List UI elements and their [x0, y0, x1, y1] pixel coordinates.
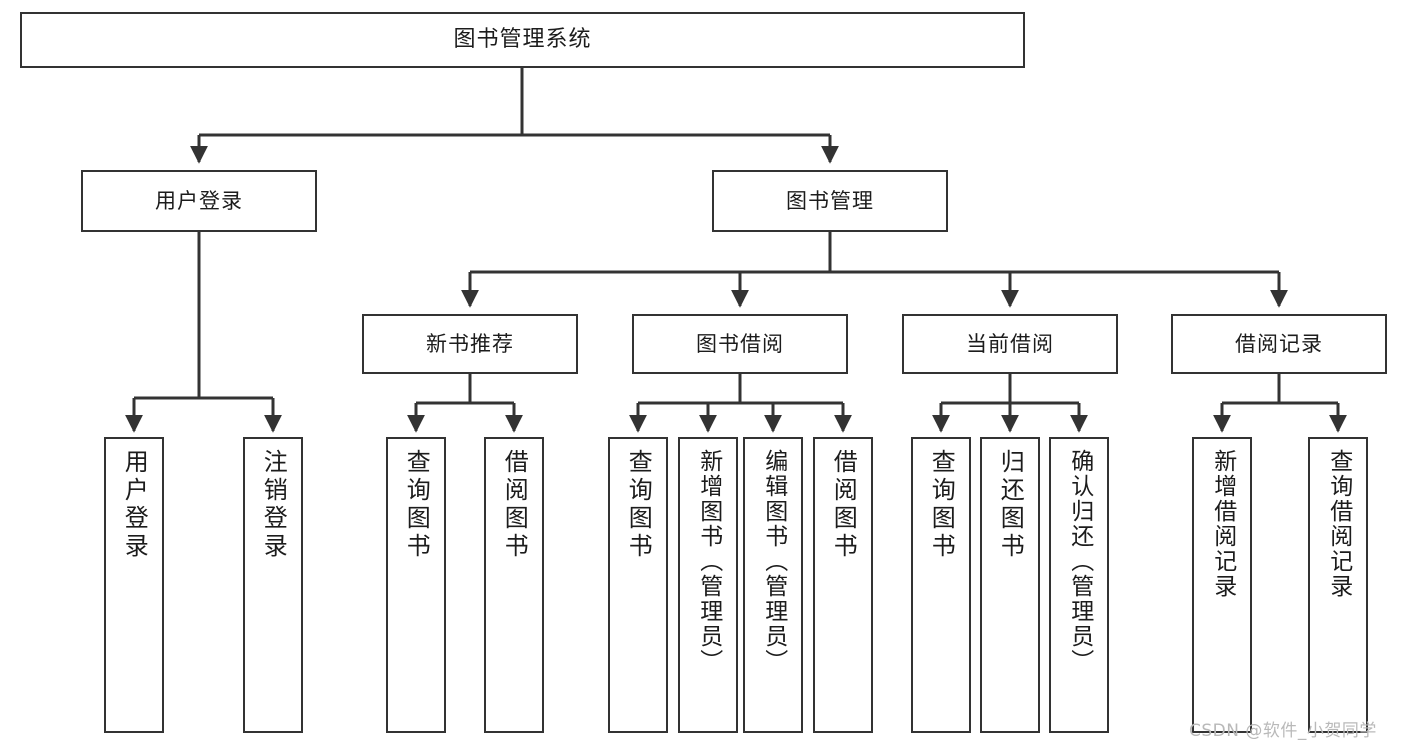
leaf-user-login-login[interactable]: 用户登录 — [104, 437, 164, 733]
node-label: 归还图书 — [996, 449, 1025, 561]
leaf-recommend-query-book[interactable]: 查询图书 — [386, 437, 446, 733]
leaf-borrow-add-book-admin[interactable]: 新增图书（管理员） — [678, 437, 738, 733]
leaf-borrow-edit-book-admin[interactable]: 编辑图书（管理员） — [743, 437, 803, 733]
node-root-system[interactable]: 图书管理系统 — [20, 12, 1025, 68]
leaf-borrow-query-book[interactable]: 查询图书 — [608, 437, 668, 733]
leaf-record-query-record[interactable]: 查询借阅记录 — [1308, 437, 1368, 733]
node-label: 图书管理系统 — [453, 27, 592, 53]
node-book-management[interactable]: 图书管理 — [712, 170, 948, 232]
node-label: 查询借阅记录 — [1325, 449, 1352, 599]
node-label: 当前借阅 — [966, 331, 1054, 356]
node-label: 借阅记录 — [1235, 331, 1323, 356]
csdn-watermark: CSDN @软件_小贺同学 — [1189, 721, 1377, 741]
node-current-borrow[interactable]: 当前借阅 — [902, 314, 1118, 374]
leaf-user-login-logout[interactable]: 注销登录 — [243, 437, 303, 733]
node-label: 图书借阅 — [696, 331, 784, 356]
node-new-book-recommend[interactable]: 新书推荐 — [362, 314, 578, 374]
node-label: 查询图书 — [624, 449, 653, 561]
node-label: 借阅图书 — [500, 449, 529, 561]
node-borrow-record[interactable]: 借阅记录 — [1171, 314, 1387, 374]
node-label: 图书管理 — [786, 188, 874, 213]
node-label: 新增图书（管理员） — [695, 449, 722, 674]
node-label: 用户登录 — [120, 449, 149, 561]
node-label: 用户登录 — [155, 188, 243, 213]
leaf-current-return-book[interactable]: 归还图书 — [980, 437, 1040, 733]
leaf-current-query-book[interactable]: 查询图书 — [911, 437, 971, 733]
leaf-borrow-borrow-book[interactable]: 借阅图书 — [813, 437, 873, 733]
node-book-borrow[interactable]: 图书借阅 — [632, 314, 848, 374]
node-label: 确认归还（管理员） — [1066, 449, 1093, 674]
node-label: 新增借阅记录 — [1209, 449, 1236, 599]
leaf-current-confirm-return-admin[interactable]: 确认归还（管理员） — [1049, 437, 1109, 733]
node-label: 新书推荐 — [426, 331, 514, 356]
node-label: 查询图书 — [402, 449, 431, 561]
node-label: 编辑图书（管理员） — [760, 449, 787, 674]
node-label: 借阅图书 — [829, 449, 858, 561]
node-label: 注销登录 — [259, 449, 288, 561]
leaf-recommend-borrow-book[interactable]: 借阅图书 — [484, 437, 544, 733]
leaf-record-add-record[interactable]: 新增借阅记录 — [1192, 437, 1252, 733]
node-user-login[interactable]: 用户登录 — [81, 170, 317, 232]
node-label: 查询图书 — [927, 449, 956, 561]
